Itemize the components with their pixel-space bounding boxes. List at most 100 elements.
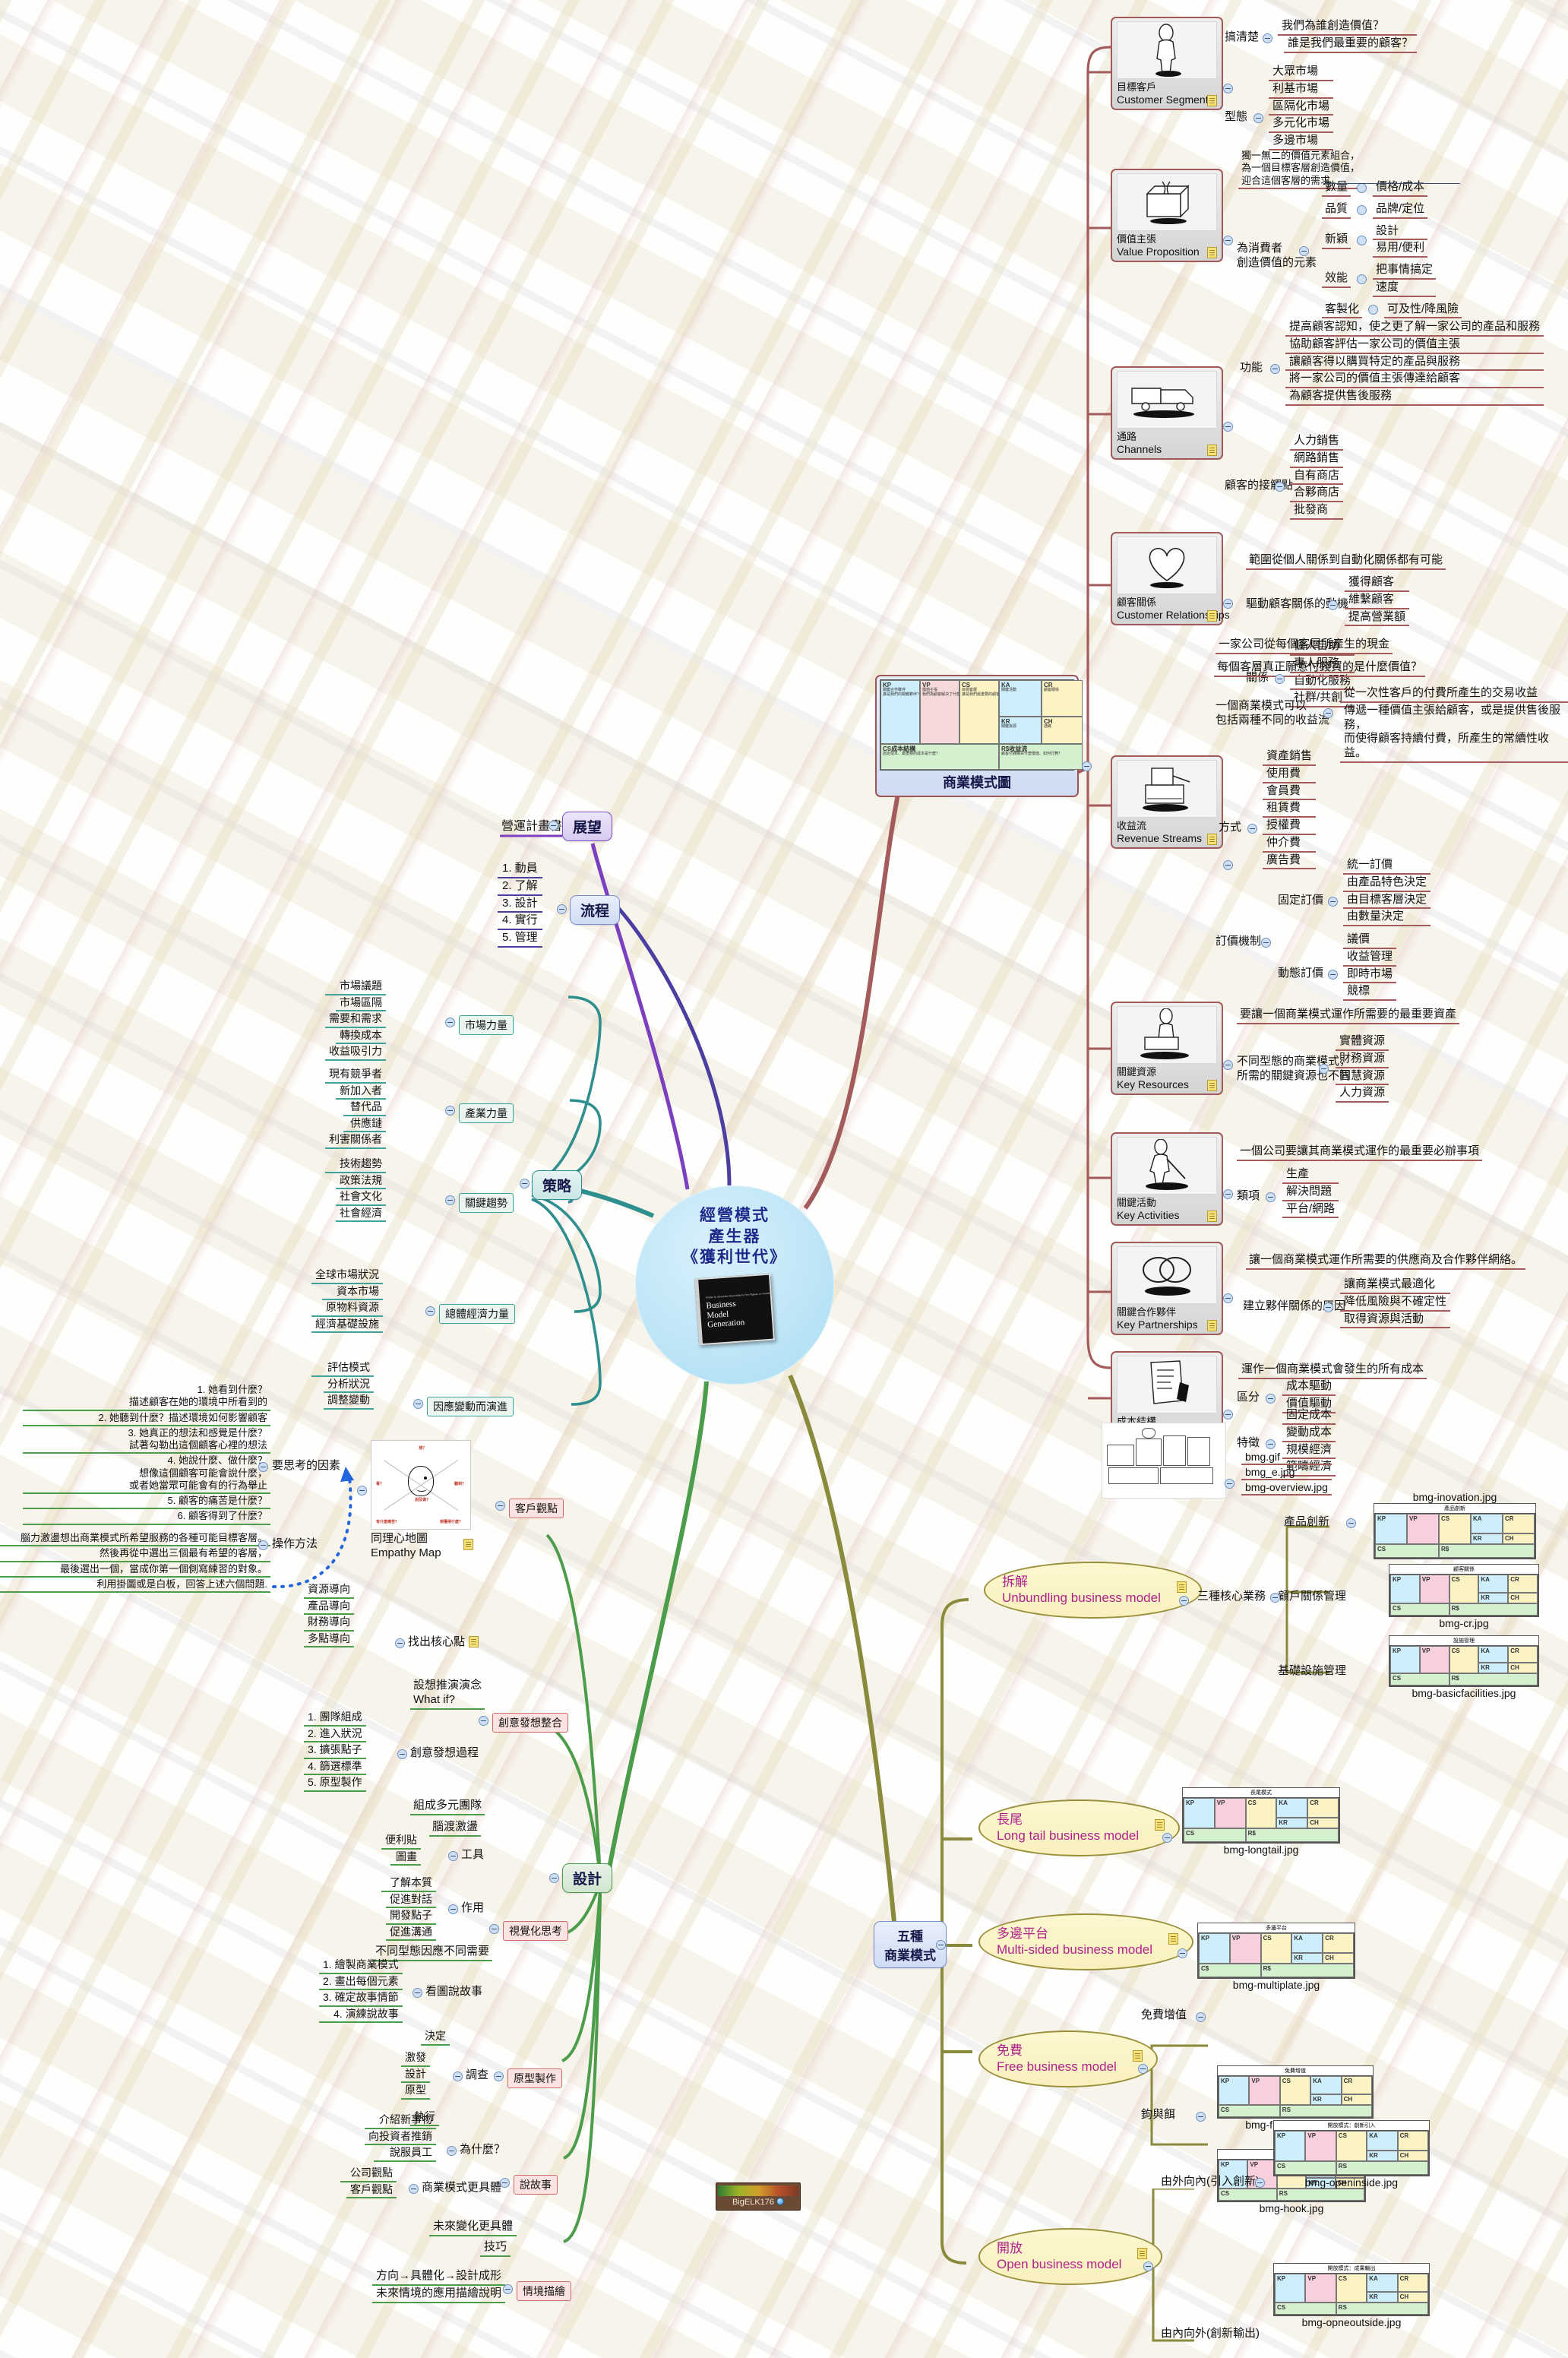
collapse-handle-fixed-pricing[interactable] (1328, 897, 1338, 907)
collapse-handle-design[interactable] (549, 1873, 559, 1883)
note-icon-ch[interactable] (1207, 445, 1217, 457)
ideation-sub-2-label[interactable]: 創意發想過程 (410, 1746, 479, 1759)
rs-dyn-label[interactable]: 動態訂價 (1278, 967, 1324, 980)
collapse-handle-outlook[interactable] (548, 821, 558, 831)
collapse-handle-ch-function[interactable] (1270, 364, 1280, 374)
collapse-handle-cr[interactable] (1223, 599, 1233, 609)
bmc-block-customer-segment[interactable]: 目標客戶 Customer Segment (1111, 17, 1223, 111)
kp-group-label[interactable]: 建立夥伴關係的原因 (1243, 1299, 1346, 1312)
collapse-handle-empathy[interactable] (357, 1486, 367, 1496)
open-sub-1-label[interactable]: 由內向外(創新輸出) (1161, 2327, 1260, 2340)
strategy-group-evolve[interactable]: 因應變動而演進 (427, 1397, 514, 1416)
collapse-handle-factors[interactable] (258, 1462, 268, 1472)
model-open[interactable]: 開放 Open business model (978, 2228, 1163, 2285)
unbundling-core-label[interactable]: 三種核心業務 (1197, 1590, 1266, 1603)
vt-sub-0-label[interactable]: 工具 (461, 1848, 485, 1861)
collapse-handle-vp-2[interactable] (1357, 235, 1367, 245)
design-cv-sub-0-label[interactable]: 要思考的因素 (272, 1459, 341, 1472)
rs-fixed-label[interactable]: 固定訂價 (1278, 894, 1324, 907)
collapse-handle-storytelling[interactable] (500, 2178, 510, 2188)
collapse-handle-evolve[interactable] (413, 1399, 423, 1409)
note-icon-unbundling[interactable] (1176, 1581, 1187, 1593)
collapse-handle-story-pic[interactable] (413, 1988, 422, 1998)
collapse-handle-strategy[interactable] (520, 1179, 530, 1188)
collapse-handle-vp-1[interactable] (1357, 204, 1367, 215)
collapse-handle-macro-economic[interactable] (425, 1306, 435, 1316)
note-icon-vp[interactable] (1207, 247, 1217, 259)
vt-sub-1-label[interactable]: 作用 (461, 1901, 485, 1914)
collapse-handle-ch-touchpoint[interactable] (1275, 482, 1285, 492)
collapse-handle-ideation[interactable] (479, 1716, 488, 1726)
collapse-handle-core-point[interactable] (395, 1638, 405, 1648)
collapse-handle-five-models[interactable] (936, 1940, 946, 1950)
unbundling-item-2-label[interactable]: 基礎設施管理 (1278, 1664, 1347, 1677)
collapse-handle-cs-type[interactable] (1253, 113, 1263, 123)
collapse-handle-free[interactable] (1138, 2064, 1148, 2074)
bmc-block-key-partnerships[interactable]: 關鍵合作夥伴 Key Partnerships (1111, 1242, 1223, 1336)
collapse-handle-key-trends[interactable] (445, 1195, 455, 1205)
model-unbundling[interactable]: 拆解 Unbundling business model (984, 1562, 1202, 1619)
proto-sub-0-label[interactable]: 調查 (466, 2068, 489, 2081)
note-icon-kp[interactable] (1207, 1320, 1217, 1332)
bmc-block-key-activities[interactable]: 關鍵活動 Key Activities (1111, 1132, 1223, 1226)
branch-strategy[interactable]: 策略 (532, 1170, 583, 1200)
collapse-handle-story-why[interactable] (447, 2146, 457, 2156)
collapse-handle-rs-pricing[interactable] (1261, 938, 1271, 948)
collapse-handle-vp-4[interactable] (1368, 305, 1379, 315)
strategy-group-key-trends[interactable]: 關鍵趨勢 (459, 1193, 514, 1213)
collapse-handle-visual-thinking[interactable] (489, 1924, 499, 1934)
collapse-handle-bmg-files[interactable] (1225, 1479, 1234, 1489)
unbundling-item-0-label[interactable]: 產品創新 (1284, 1515, 1330, 1528)
vt-sub-3-label[interactable]: 看圖說故事 (425, 1985, 483, 1998)
collapse-handle-hook[interactable] (1196, 2112, 1206, 2122)
cs-group-1-label[interactable]: 型態 (1225, 110, 1248, 123)
design-group-ideation[interactable]: 創意發想整合 (492, 1713, 568, 1733)
collapse-handle-vp[interactable] (1223, 236, 1233, 245)
design-group-visual-thinking[interactable]: 視覺化思考 (503, 1921, 568, 1941)
collapse-handle-open[interactable] (1143, 2261, 1153, 2271)
note-icon-open[interactable] (1137, 2248, 1148, 2259)
rs-group-2-label[interactable]: 訂價機制 (1216, 935, 1262, 948)
collapse-handle-kp-items[interactable] (1323, 1302, 1333, 1312)
note-icon-cr[interactable] (1207, 610, 1217, 622)
collapse-handle-vp-3[interactable] (1357, 274, 1367, 285)
cr-group-0-label[interactable]: 驅動顧客關係的動機 (1246, 597, 1349, 610)
design-group-prototype[interactable]: 原型製作 (507, 2068, 562, 2088)
unbundling-item-1-label[interactable]: 顧戶關係管理 (1278, 1590, 1347, 1603)
collapse-handle-bmc[interactable] (1082, 761, 1092, 771)
business-model-canvas-node[interactable]: KP 關鍵合作夥伴 誰是我們的關鍵夥伴？ KA 關鍵活動 VP 價值主張 我們為… (875, 675, 1083, 797)
design-group-storytelling[interactable]: 說故事 (514, 2175, 558, 2195)
note-icon-multisided[interactable] (1168, 1933, 1179, 1945)
free-sub-0-label[interactable]: 免費增值 (1141, 2008, 1187, 2021)
collapse-handle-longtail[interactable] (1162, 1833, 1172, 1843)
collapse-handle-freemium[interactable] (1196, 2012, 1206, 2022)
empathy-map-node[interactable]: 想？ 看？ 聽到？ 說及做？ 有什麼痛苦？ 想獲得什麼？ 同理心地圖 Empat… (371, 1440, 473, 1561)
collapse-handle-ka-items[interactable] (1266, 1192, 1276, 1202)
strategy-group-market-forces[interactable]: 市場力量 (459, 1015, 514, 1035)
collapse-handle-industry-forces[interactable] (445, 1106, 455, 1116)
bigelk-logo[interactable]: BigELK176 (716, 2182, 801, 2211)
strategy-group-industry-forces[interactable]: 產業力量 (459, 1103, 514, 1123)
bmg-overview-sketch-node[interactable] (1102, 1423, 1226, 1499)
collapse-handle-ka[interactable] (1223, 1189, 1233, 1199)
collapse-handle-product-innovation[interactable] (1346, 1518, 1356, 1528)
note-icon-core-point[interactable] (469, 1636, 479, 1647)
design-cv-sub-1-label[interactable]: 操作方法 (272, 1537, 318, 1550)
collapse-handle-rs-two[interactable] (1323, 708, 1333, 718)
cr-group-1-label[interactable]: 關係 (1246, 671, 1269, 684)
rs-group-0-label[interactable]: 一個商業模式可以 包括兩種不同的收益流 (1216, 699, 1330, 726)
collapse-handle-survey[interactable] (453, 2072, 463, 2081)
cost-group-0-label[interactable]: 區分 (1237, 1391, 1260, 1404)
collapse-handle-vp-0[interactable] (1357, 182, 1367, 193)
vp-group-label[interactable]: 為消費者 創造價值的元素 (1237, 242, 1317, 269)
collapse-handle-cr-motive[interactable] (1328, 600, 1338, 610)
branch-design[interactable]: 設計 (562, 1863, 613, 1893)
open-sub-0-label[interactable]: 由外向內(引入創新) (1161, 2175, 1260, 2188)
collapse-handle-kp[interactable] (1223, 1293, 1233, 1303)
collapse-handle-cost-feature[interactable] (1266, 1439, 1276, 1449)
collapse-handle-vt-tools[interactable] (448, 1851, 458, 1861)
